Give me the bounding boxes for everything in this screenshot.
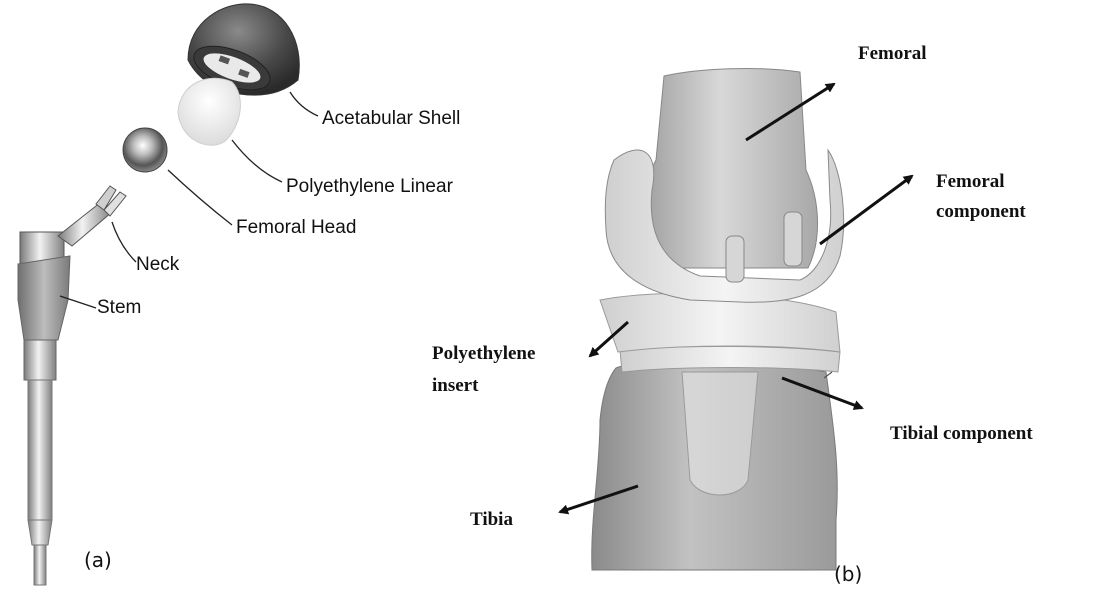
label-acetabular-shell: Acetabular Shell bbox=[322, 108, 460, 130]
knee-implant bbox=[592, 69, 844, 570]
polyethylene-liner-shape bbox=[178, 78, 240, 145]
tibial-stem-shape bbox=[682, 372, 758, 495]
label-femoral-component-line1: Femoral bbox=[936, 170, 1005, 194]
femoral-peg bbox=[726, 236, 744, 282]
panel-a-tag: (a) bbox=[84, 548, 112, 572]
femoral-stem-shape bbox=[18, 186, 126, 585]
label-polyethylene-liner: Polyethylene Linear bbox=[286, 176, 453, 198]
label-femoral-component-line2: component bbox=[936, 200, 1026, 224]
label-polyethylene-insert-line2: insert bbox=[432, 374, 478, 398]
hip-implant bbox=[18, 4, 318, 585]
label-polyethylene-insert-line1: Polyethylene bbox=[432, 342, 535, 366]
panel-b-tag: (b) bbox=[834, 562, 862, 586]
label-stem: Stem bbox=[97, 297, 141, 319]
label-femoral: Femoral bbox=[858, 42, 927, 66]
label-tibia: Tibia bbox=[470, 508, 513, 532]
label-femoral-head: Femoral Head bbox=[236, 217, 356, 239]
label-neck: Neck bbox=[136, 254, 179, 276]
polyethylene-insert-shape bbox=[600, 293, 840, 352]
femoral-peg bbox=[784, 212, 802, 266]
femoral-head-shape bbox=[123, 128, 167, 172]
label-tibial-component: Tibial component bbox=[890, 422, 1033, 446]
